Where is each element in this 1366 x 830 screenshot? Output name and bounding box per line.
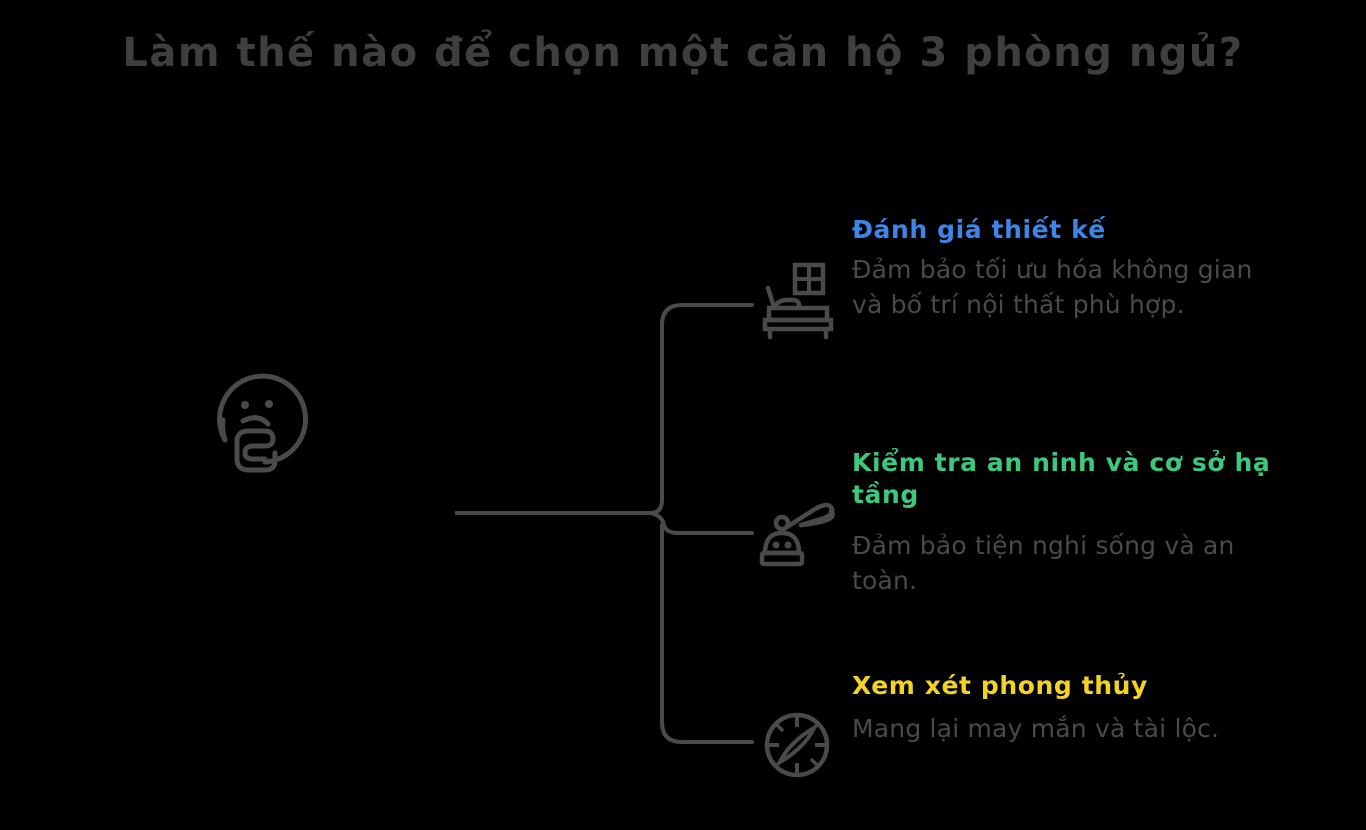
branch-heading-1: Đánh giá thiết kế xyxy=(852,215,1106,244)
eye-right xyxy=(265,400,273,408)
bed-window-icon xyxy=(762,262,834,340)
branch-line-1 xyxy=(648,303,754,515)
branch-body-3: Mang lại may mắn và tài lộc. xyxy=(852,714,1220,743)
branch-item-3[interactable]: Xem xét phong thủy Mang lại may mắn và t… xyxy=(852,670,1267,747)
compass-icon xyxy=(764,712,830,778)
branch-heading-3: Xem xét phong thủy xyxy=(852,671,1148,700)
branch-body-2: Đảm bảo tiện nghi sống và an toàn. xyxy=(852,531,1235,595)
page-title: Làm thế nào để chọn một căn hộ 3 phòng n… xyxy=(122,30,1244,76)
security-camera-icon xyxy=(759,502,835,567)
branch-item-2[interactable]: Kiểm tra an ninh và cơ sở hạ tầng Đảm bả… xyxy=(852,447,1272,598)
eye-left xyxy=(241,401,249,409)
thinking-face-icon xyxy=(217,373,309,473)
branch-heading-2: Kiểm tra an ninh và cơ sở hạ tầng xyxy=(852,448,1271,509)
branch-line-3 xyxy=(660,523,754,744)
branch-line-2 xyxy=(648,511,754,535)
branch-body-1: Đảm bảo tối ưu hóa không gian và bố trí … xyxy=(852,255,1253,319)
branch-item-1[interactable]: Đánh giá thiết kế Đảm bảo tối ưu hóa khô… xyxy=(852,214,1267,322)
